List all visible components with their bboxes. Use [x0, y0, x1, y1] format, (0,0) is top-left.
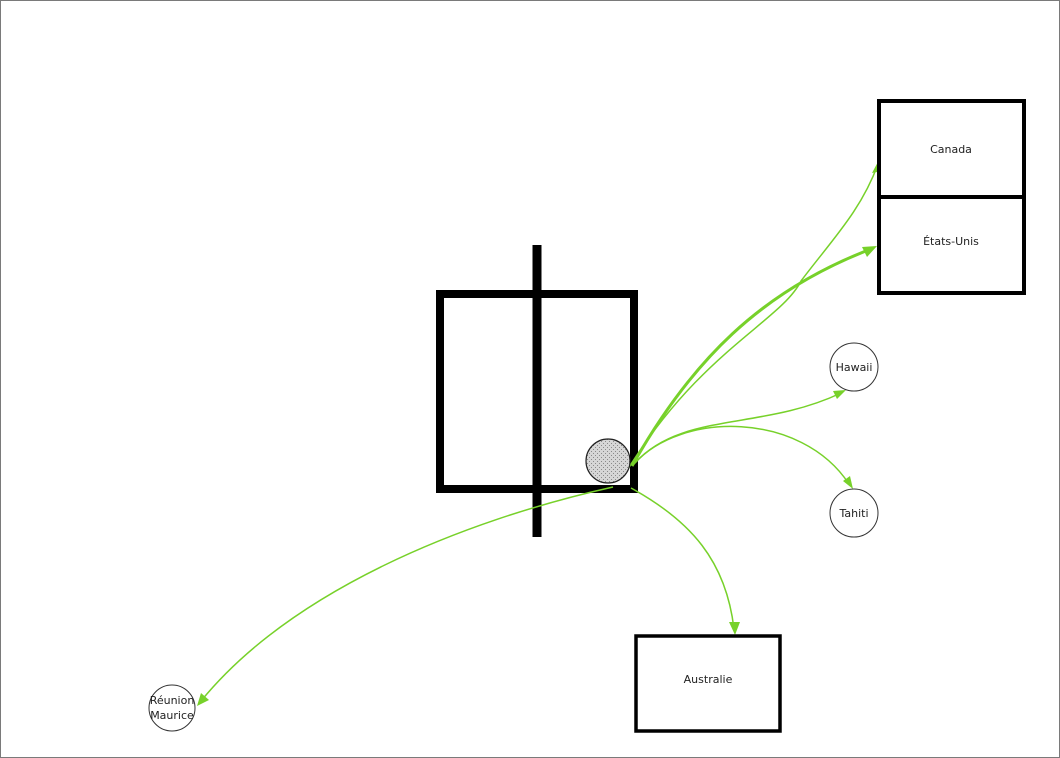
arrow-to-etats-unis [630, 247, 872, 467]
node-canada-label: Canada [930, 143, 972, 156]
node-australie [634, 634, 782, 733]
node-hawaii [829, 342, 879, 392]
node-etats-unis-label: États-Unis [923, 235, 979, 248]
arrowhead-reunion [197, 693, 209, 706]
arrowhead-tahiti [843, 476, 853, 489]
arrow-to-canada [627, 163, 879, 470]
node-tahiti-label: Tahiti [838, 507, 868, 520]
node-etats-unis [877, 195, 1026, 295]
origin-node [585, 438, 631, 484]
arrow-to-australie [630, 487, 735, 630]
arrow-to-reunion [200, 486, 614, 702]
arrowhead-hawaii [833, 390, 846, 399]
node-reunion-label-line1: Réunion [150, 694, 195, 707]
node-reunion [148, 684, 196, 732]
arrowhead-etats-unis [862, 246, 877, 257]
node-reunion-label-line2: Maurice [150, 709, 194, 722]
arrowhead-australie [729, 622, 740, 635]
node-tahiti [829, 488, 879, 538]
node-australie-label: Australie [684, 673, 733, 686]
node-hawaii-label: Hawaii [836, 361, 873, 374]
arrow-to-hawaii [633, 392, 842, 465]
arrow-to-tahiti [633, 425, 850, 485]
